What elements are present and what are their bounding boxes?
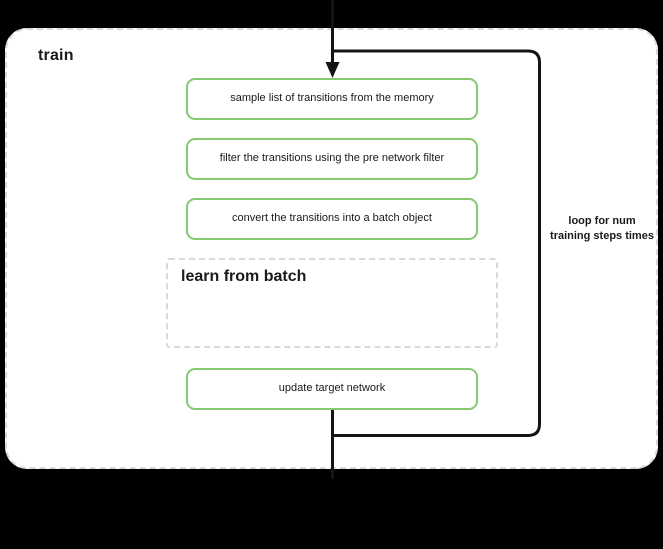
step-update-target-network[interactable]: update target network xyxy=(186,368,478,410)
step-sample-list-of-transitions[interactable]: sample list of transitions from the memo… xyxy=(186,78,478,120)
step-label: update target network xyxy=(278,382,386,395)
page-title: train xyxy=(38,47,74,64)
step-label: sample list of transitions from the memo… xyxy=(230,92,434,105)
step-filter-transitions[interactable]: filter the transitions using the pre net… xyxy=(186,138,478,180)
learn-from-batch-label: learn from batch xyxy=(181,268,307,285)
loop-annotation-label: loop for num training steps times xyxy=(550,215,654,242)
step-convert-to-batch-object[interactable]: convert the transitions into a batch obj… xyxy=(186,198,478,240)
step-label: filter the transitions using the pre net… xyxy=(219,152,445,165)
step-label: convert the transitions into a batch obj… xyxy=(232,212,432,225)
